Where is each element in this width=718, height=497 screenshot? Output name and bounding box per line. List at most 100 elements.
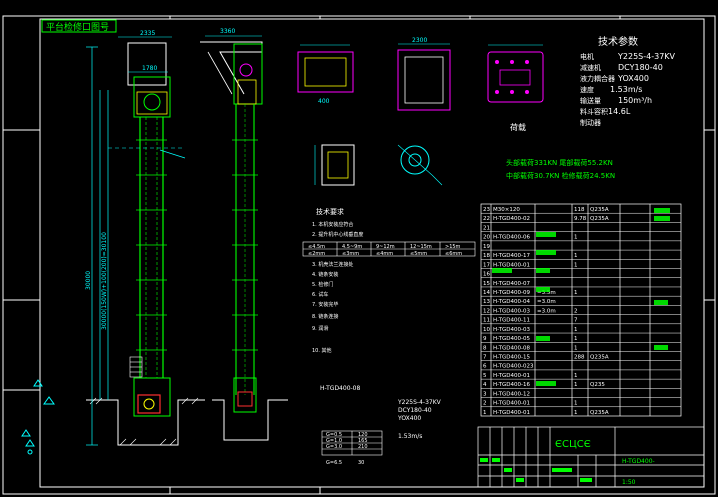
bom-cell: 12 — [483, 308, 490, 314]
bom-cell: H-TGD400-11 — [493, 318, 530, 324]
model-line-3: DCY180-40 — [398, 407, 432, 414]
bom-cell: H-TGD400-01 — [493, 410, 530, 416]
vertical-dimension-total: 30000 — [85, 271, 92, 290]
elevator-side-view: 3360 — [200, 28, 288, 441]
tech-label-reducer: 减速机 — [580, 63, 601, 72]
tech-label-bucket: 料斗容积 — [580, 107, 608, 116]
bom-cell: 1 — [574, 235, 578, 241]
side-top-dimension: 3360 — [220, 28, 235, 35]
model-line-4: YOX400 — [397, 415, 421, 422]
bom-cell: 1 — [574, 373, 578, 379]
section-b-dimension: 2300 — [412, 37, 427, 44]
bom-cell: 11 — [483, 318, 490, 324]
tol-a-0: ≤4.5m — [308, 244, 325, 250]
bom-cell: Q235A — [590, 216, 609, 222]
bom-cell: Q235A — [590, 410, 609, 416]
bom-cell: 8 — [483, 345, 487, 351]
tech-label-brake: 制动器 — [580, 118, 601, 127]
load-table-r3c1: G=3.0 — [326, 444, 342, 450]
note-item-10: 10. 其他 — [312, 347, 332, 354]
bom-cell: Q235 — [590, 382, 605, 388]
load-table-r1c2: 120 — [358, 432, 368, 438]
bom-cell: H-TGD400-01 — [493, 262, 530, 268]
technical-notes: 技术要求 1. 本机安装应符合 2. 提升机中心线垂直度 3. 机壳法兰连接处 … — [302, 207, 476, 440]
title-stamp: 平台检修口图号 — [41, 19, 117, 33]
tech-coupling-value: YOX400 — [617, 74, 649, 83]
tol-b-1: ≤3mm — [342, 251, 359, 257]
bom-cell: 9.78 — [574, 216, 587, 222]
load-table-r4c1: G=6.5 — [326, 460, 342, 466]
loads-heading: 荷载 — [510, 122, 526, 132]
bom-cell: H-TGD400-05 — [493, 336, 530, 342]
tol-b-0: ≤2mm — [308, 251, 325, 257]
bom-cell: Q235A — [590, 354, 609, 360]
note-item-8: 8. 链条连接 — [312, 313, 338, 320]
loads-line-1: 头部载荷331KN 尾部载荷55.2KN — [506, 158, 613, 167]
bom-cell: 2 — [483, 401, 487, 407]
bom-cell: =3.0m — [537, 299, 556, 305]
bom-cell: H-TGD400-03 — [493, 308, 530, 314]
bom-cell: 6 — [483, 364, 487, 370]
bom-cell: 1 — [574, 327, 578, 333]
note-item-5: 5. 检修门 — [312, 281, 333, 288]
bom-cell: 1 — [483, 410, 487, 416]
bom-cell: 20 — [483, 235, 490, 241]
model-line-2: Y225S-4-37KV — [397, 399, 442, 406]
technical-parameters: 技术参数 电机 减速机 液力耦合器 速度 输送量 料斗容积 制动器 Y225S-… — [580, 35, 676, 127]
title-block-logo: ЄСЦСЄ — [555, 439, 591, 450]
note-item-7: 7. 安装完毕 — [312, 301, 338, 308]
bom-cell: 1 — [574, 253, 578, 259]
section-a-dimension: 400 — [318, 98, 330, 105]
bom-cell: 21 — [483, 225, 490, 231]
tech-label-motor: 电机 — [580, 52, 594, 61]
bom-cell: 19 — [483, 244, 490, 250]
tol-a-4: >15m — [445, 244, 461, 250]
bom-cell: =3.0m — [537, 308, 556, 314]
section-detail-c — [487, 44, 544, 103]
bom-cell: 23 — [483, 207, 490, 213]
bom-cell: H-TGD400-02 — [493, 216, 530, 222]
bom-cell: 7 — [483, 354, 487, 360]
section-detail-a: 400 — [297, 44, 354, 105]
tech-label-capacity: 输送量 — [580, 96, 601, 105]
title-block-drawing-no: H-TGD400- — [622, 458, 655, 465]
tech-capacity-value: 150m³/h — [618, 96, 652, 105]
tech-bucket-value: 14.6L — [608, 107, 631, 116]
tech-reducer-value: DCY180-40 — [618, 63, 663, 72]
bom-cell: Q235A — [590, 207, 609, 213]
title-block-scale: 1:50 — [622, 479, 636, 486]
loads-section: 荷载 头部载荷331KN 尾部载荷55.2KN 中部载荷30.7KN 检修载荷2… — [506, 122, 615, 180]
bom-cell: 16 — [483, 272, 490, 278]
tol-b-3: ≤5mm — [410, 251, 427, 257]
bom-cell: H-TGD400-17 — [493, 253, 530, 259]
bom-cell: 5 — [483, 373, 487, 379]
vertical-dimension-detail: 30000(150W)+100(200)=30100 — [101, 232, 108, 330]
bom-cell: 13 — [483, 299, 490, 305]
bom-cell: 3 — [483, 391, 487, 397]
load-table-r3c2: 210 — [358, 444, 368, 450]
bom-cell: H-TGD400-07 — [493, 281, 530, 287]
bom-cell: 1 — [574, 336, 578, 342]
tol-a-2: 9~12m — [376, 244, 395, 250]
bom-cell: H-TGD400-16 — [493, 382, 530, 388]
tech-motor-value: Y225S-4-37KV — [617, 52, 676, 61]
load-table-r1c1: G=0.5 — [326, 432, 342, 438]
elevator-elevation-view: 30000 30000(150W)+100(200)=30100 2335 17… — [85, 30, 205, 446]
model-line-5: 1.53m/s — [398, 433, 422, 440]
bom-cell: 1 — [574, 345, 578, 351]
notes-heading: 技术要求 — [316, 207, 344, 216]
tol-b-2: ≤4mm — [376, 251, 393, 257]
side-marker-icons — [21, 379, 55, 455]
load-table-r4c2: 30 — [358, 460, 364, 466]
bom-cell: 14 — [483, 290, 490, 296]
loads-line-2: 中部载荷30.7KN 检修载荷24.5KN — [506, 171, 615, 180]
bom-cell: 9 — [483, 336, 487, 342]
bom-cell: M30×120 — [493, 207, 520, 213]
bom-cell: 1 — [574, 262, 578, 268]
note-item-4: 4. 链条安装 — [312, 271, 338, 278]
bom-cell: H-TGD400-15 — [493, 354, 530, 360]
bom-cell: 7 — [574, 318, 578, 324]
top-width-dimension-1: 2335 — [140, 30, 155, 37]
